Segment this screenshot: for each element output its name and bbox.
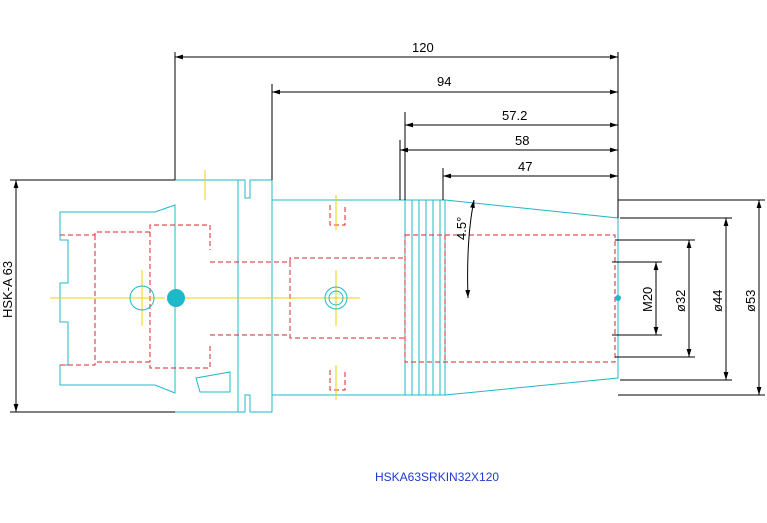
dim-dia-44: ø44 xyxy=(710,290,725,312)
screw-circle xyxy=(324,286,348,310)
dim-58: 58 xyxy=(515,133,529,148)
center-lines xyxy=(50,170,360,400)
hidden-lines xyxy=(60,205,616,391)
vertical-dimensions xyxy=(10,179,765,413)
tool-holder-outline xyxy=(59,179,619,413)
dim-taper-angle: 4.5° xyxy=(454,217,469,240)
dim-thread: M20 xyxy=(640,287,655,312)
tip-point xyxy=(615,295,621,301)
dim-overall-length: 120 xyxy=(412,40,434,55)
left-bore-circle xyxy=(129,285,155,311)
dim-dia-53: ø53 xyxy=(743,290,758,312)
horizontal-dimensions xyxy=(174,52,619,218)
screw-circle-inner xyxy=(328,290,344,306)
part-name-caption: HSKA63SRKIN32X120 xyxy=(375,470,499,484)
dim-dia-32: ø32 xyxy=(673,290,688,312)
dim-47: 47 xyxy=(518,159,532,174)
dim-shank: HSK-A 63 xyxy=(0,261,15,318)
dim-94: 94 xyxy=(437,74,451,89)
center-marker xyxy=(167,289,185,307)
dim-57-2: 57.2 xyxy=(502,108,527,123)
